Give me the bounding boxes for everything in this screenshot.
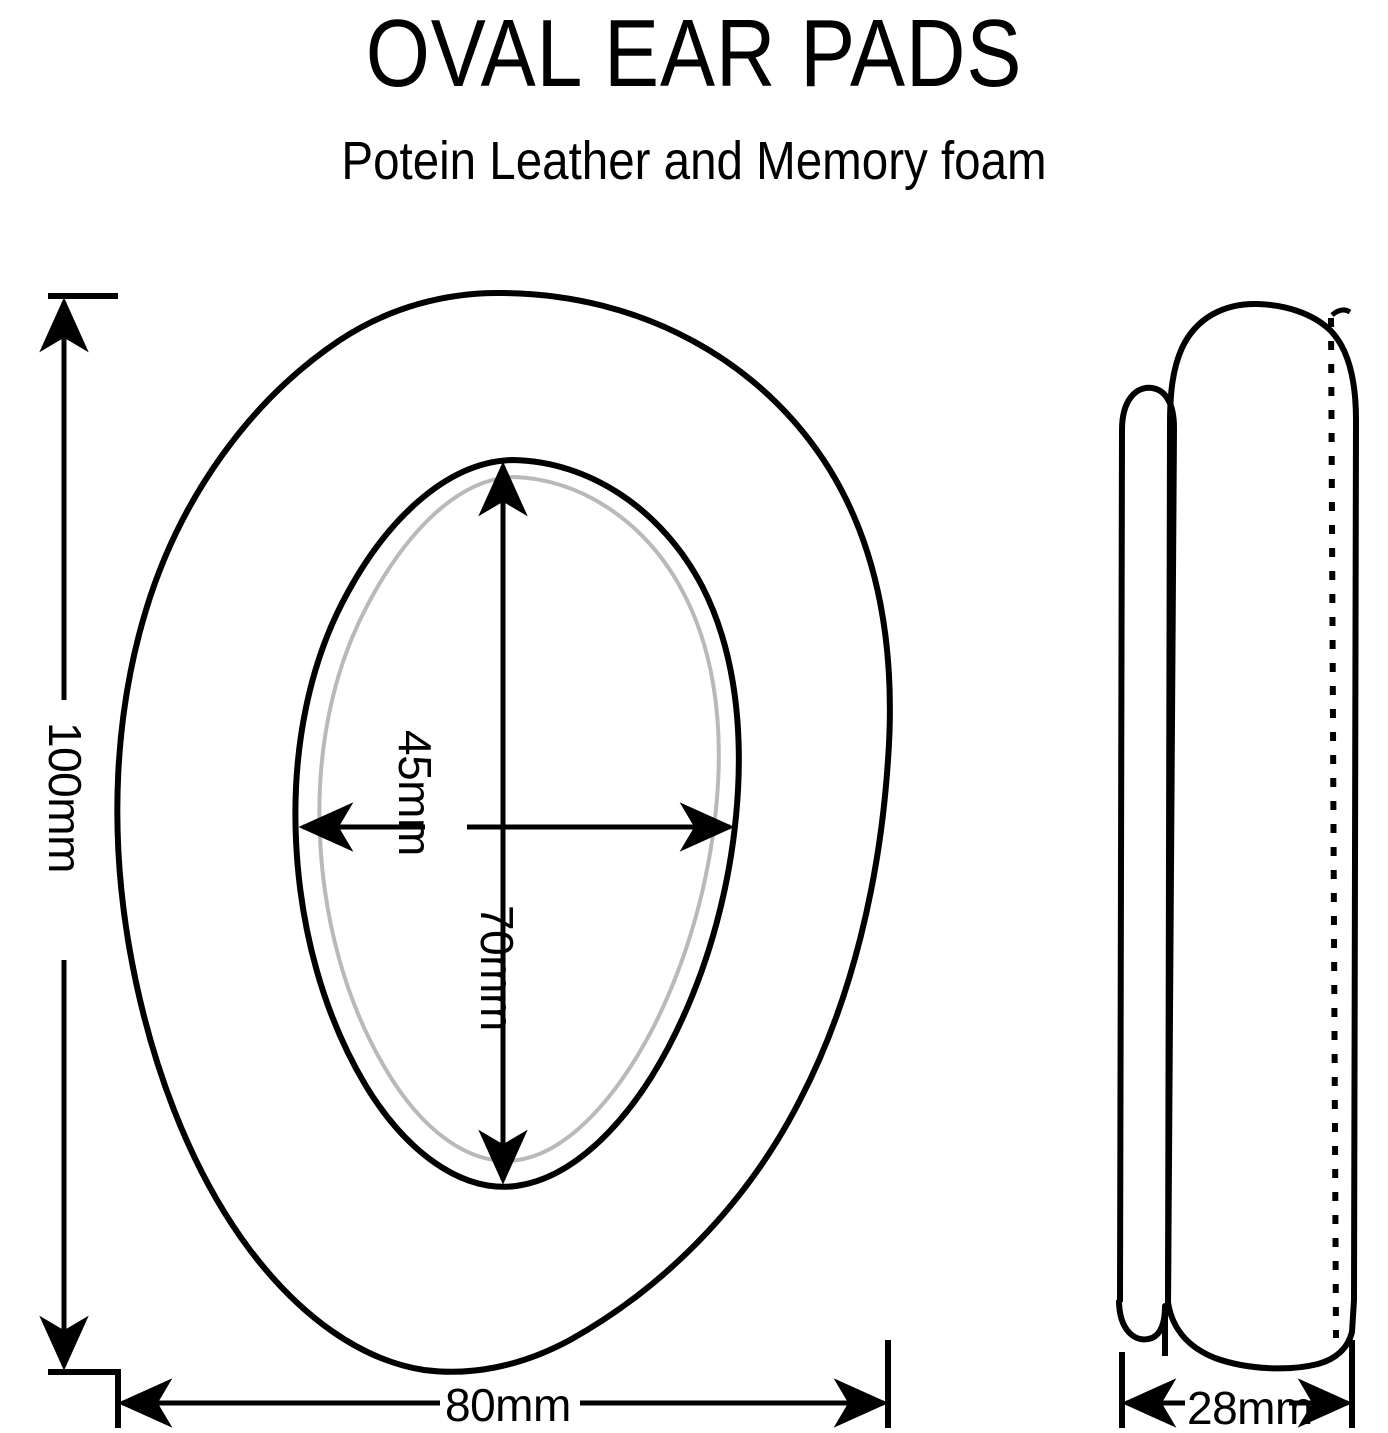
front-view-group bbox=[39, 289, 893, 1428]
dim-extension-left-80mm bbox=[48, 1369, 121, 1428]
side-view-group bbox=[1116, 300, 1359, 1428]
side-view-lip bbox=[1116, 1299, 1168, 1356]
side-view-body bbox=[1165, 300, 1359, 1372]
inner-oval-outline bbox=[292, 457, 742, 1190]
page-subtitle: Potein Leather and Memory foam bbox=[341, 131, 1047, 191]
page-title: OVAL EAR PADS bbox=[365, 0, 1023, 107]
dimension-label-outer-width: 80mm bbox=[445, 1379, 571, 1431]
dimension-label-inner-height: 70mm bbox=[471, 905, 523, 1031]
side-view-backplate-dashed-line bbox=[1328, 317, 1339, 1339]
dimension-label-inner-width: 45mm bbox=[389, 730, 441, 856]
side-view-top-notch bbox=[1330, 307, 1352, 317]
dimension-label-thickness: 28mm bbox=[1187, 1382, 1313, 1433]
inner-oval-aperture-contour bbox=[317, 475, 721, 1163]
outer-oval-outline bbox=[114, 289, 893, 1375]
dimension-label-outer-height: 100mm bbox=[39, 722, 91, 873]
